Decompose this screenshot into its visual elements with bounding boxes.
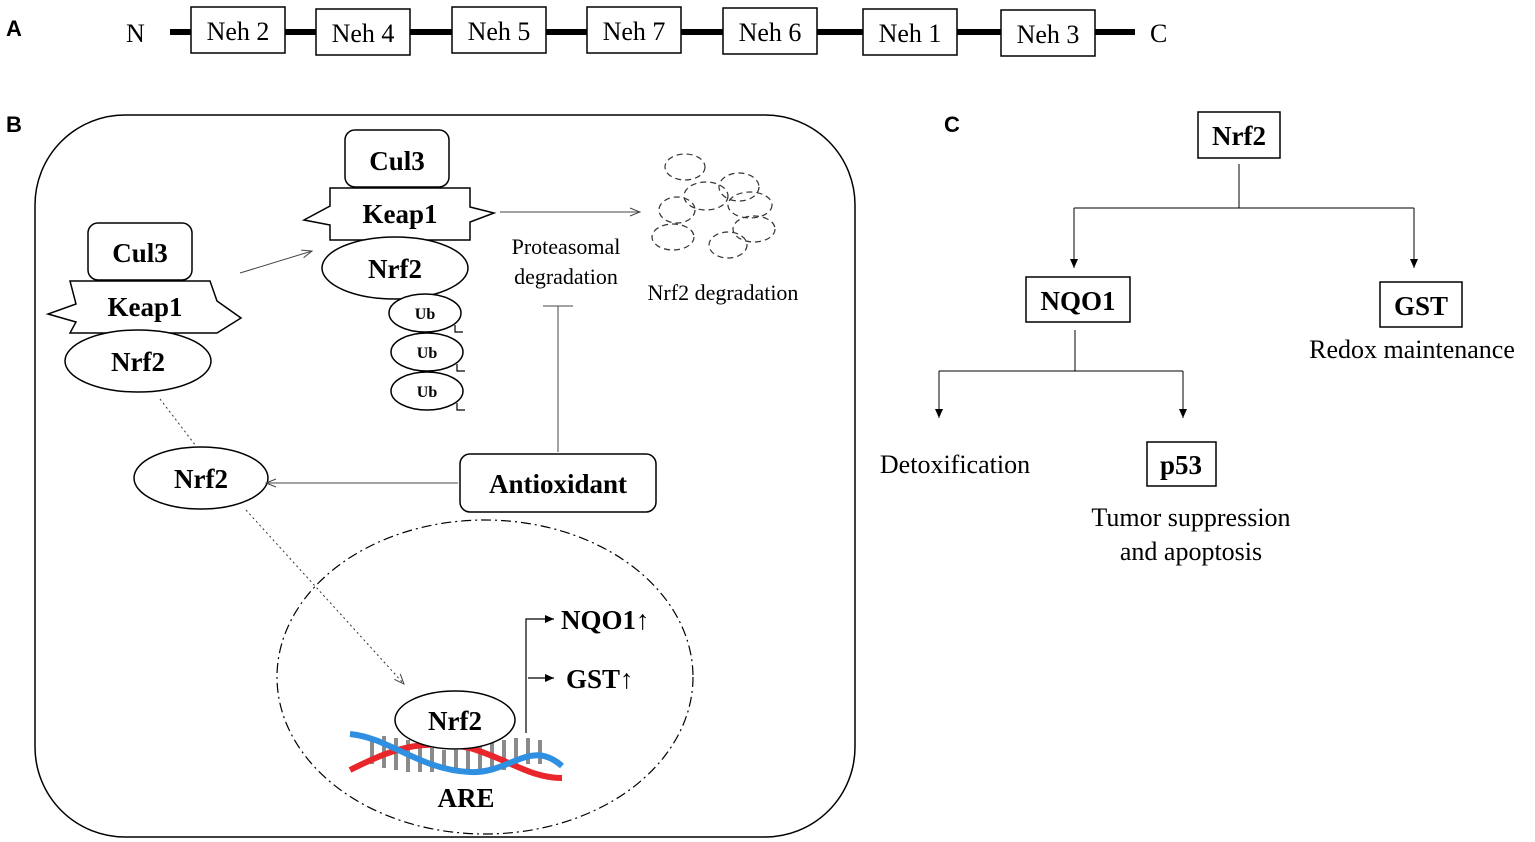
- fragment-5: [727, 191, 773, 219]
- domain-label-5: Neh 6: [739, 18, 802, 47]
- fragment-1: [664, 153, 706, 181]
- fragment-7: [732, 215, 776, 243]
- domain-box-2: [315, 8, 411, 56]
- ub-link-3: [456, 403, 465, 411]
- ub-ellipse-1: [388, 293, 462, 333]
- keap1-shape-top: [301, 187, 497, 241]
- arrow-to-ubiquitination: [239, 251, 312, 274]
- domain-label-3: Neh 5: [468, 17, 531, 46]
- ub-label-1: Ub: [415, 306, 436, 323]
- degraded-fragments: [651, 153, 776, 259]
- target-gst-label: GST↑: [566, 664, 634, 694]
- tree-lines-level2: [935, 330, 1187, 418]
- dissociation-dotted-line: [159, 398, 197, 447]
- nucleus-outline: [276, 519, 694, 835]
- domain-label-1: Neh 2: [207, 17, 270, 46]
- cul3-label-left: Cul3: [112, 238, 168, 268]
- nrf2-root-label: Nrf2: [1212, 121, 1266, 151]
- nrf2-ellipse-top: [321, 236, 469, 300]
- domain-box-4: [586, 6, 682, 54]
- ub-ellipse-2: [390, 332, 464, 372]
- n-terminus-label: N: [126, 19, 145, 48]
- panel-label-b: B: [6, 112, 22, 137]
- domain-label-4: Neh 7: [603, 17, 666, 46]
- nrf2-ellipse-left: [64, 329, 212, 393]
- top-complex: Cul3 Keap1 Nrf2 Ub Ub Ub: [301, 129, 497, 411]
- free-nrf2-label: Nrf2: [174, 464, 228, 494]
- p53-caption-line1: Tumor suppression: [1091, 503, 1290, 532]
- cell-outline: [34, 114, 856, 838]
- domain-box-7: [1000, 9, 1096, 57]
- fragment-4: [658, 196, 696, 224]
- panel-label-a: A: [6, 16, 22, 41]
- tree-lines-level1: [1070, 164, 1418, 268]
- protein-domain-map: N C Neh 2 Neh 4 Neh 5 Neh 7 Neh 6 Neh 1 …: [126, 6, 1167, 57]
- detox-label: Detoxification: [880, 450, 1030, 479]
- domain-label-2: Neh 4: [332, 19, 395, 48]
- gst-caption: Redox maintenance: [1309, 335, 1515, 364]
- nrf2-label-top: Nrf2: [368, 254, 422, 284]
- cul3-box-left: [87, 222, 193, 281]
- p53-box: [1146, 441, 1217, 487]
- nuclear-nrf2-label: Nrf2: [428, 706, 482, 736]
- domain-box-1: [190, 6, 286, 54]
- translocation-arrow: [245, 509, 404, 684]
- fragment-6: [651, 223, 695, 251]
- domain-box-3: [451, 6, 547, 54]
- keap1-label-top: Keap1: [362, 199, 437, 229]
- nuclear-nrf2-ellipse: [394, 690, 516, 750]
- ub-link-1: [454, 325, 463, 333]
- ub-label-2: Ub: [417, 345, 438, 362]
- fragment-3: [718, 172, 760, 202]
- p53-caption-line2: and apoptosis: [1120, 537, 1262, 566]
- keap1-label-left: Keap1: [107, 292, 182, 322]
- proteasomal-label-line2: degradation: [514, 264, 618, 289]
- ub-label-3: Ub: [417, 384, 438, 401]
- domain-box-6: [862, 8, 958, 56]
- ub-ellipse-3: [390, 371, 464, 411]
- left-complex: Cul3 Keap1 Nrf2: [45, 222, 243, 393]
- nrf2-label-left: Nrf2: [111, 347, 165, 377]
- fragment-2: [683, 181, 729, 211]
- nqo1-box: [1025, 276, 1131, 323]
- target-nqo1-label: NQO1↑: [561, 605, 650, 635]
- gst-label: GST: [1394, 291, 1448, 321]
- domain-box-5: [722, 7, 818, 55]
- domain-label-7: Neh 3: [1017, 20, 1080, 49]
- proteasomal-label-line1: Proteasomal: [512, 234, 621, 259]
- domain-label-6: Neh 1: [879, 19, 942, 48]
- cul3-label-top: Cul3: [369, 146, 425, 176]
- p53-label: p53: [1160, 450, 1202, 480]
- cul3-box-top: [344, 129, 450, 188]
- dna-strand-blue: [349, 731, 564, 776]
- ub-link-2: [456, 364, 465, 372]
- fragment-8: [708, 231, 748, 259]
- antioxidant-box: [459, 453, 657, 513]
- free-nrf2-ellipse: [133, 446, 269, 510]
- panel-label-c: C: [944, 112, 960, 137]
- nrf2-root-box: [1197, 111, 1281, 159]
- nqo1-label: NQO1: [1040, 286, 1115, 316]
- c-terminus-label: C: [1150, 19, 1167, 48]
- antioxidant-label: Antioxidant: [489, 469, 627, 499]
- nrf2-degradation-label: Nrf2 degradation: [648, 280, 799, 305]
- are-label: ARE: [437, 783, 494, 813]
- transcription-bracket: [525, 615, 554, 733]
- gst-box: [1379, 281, 1463, 328]
